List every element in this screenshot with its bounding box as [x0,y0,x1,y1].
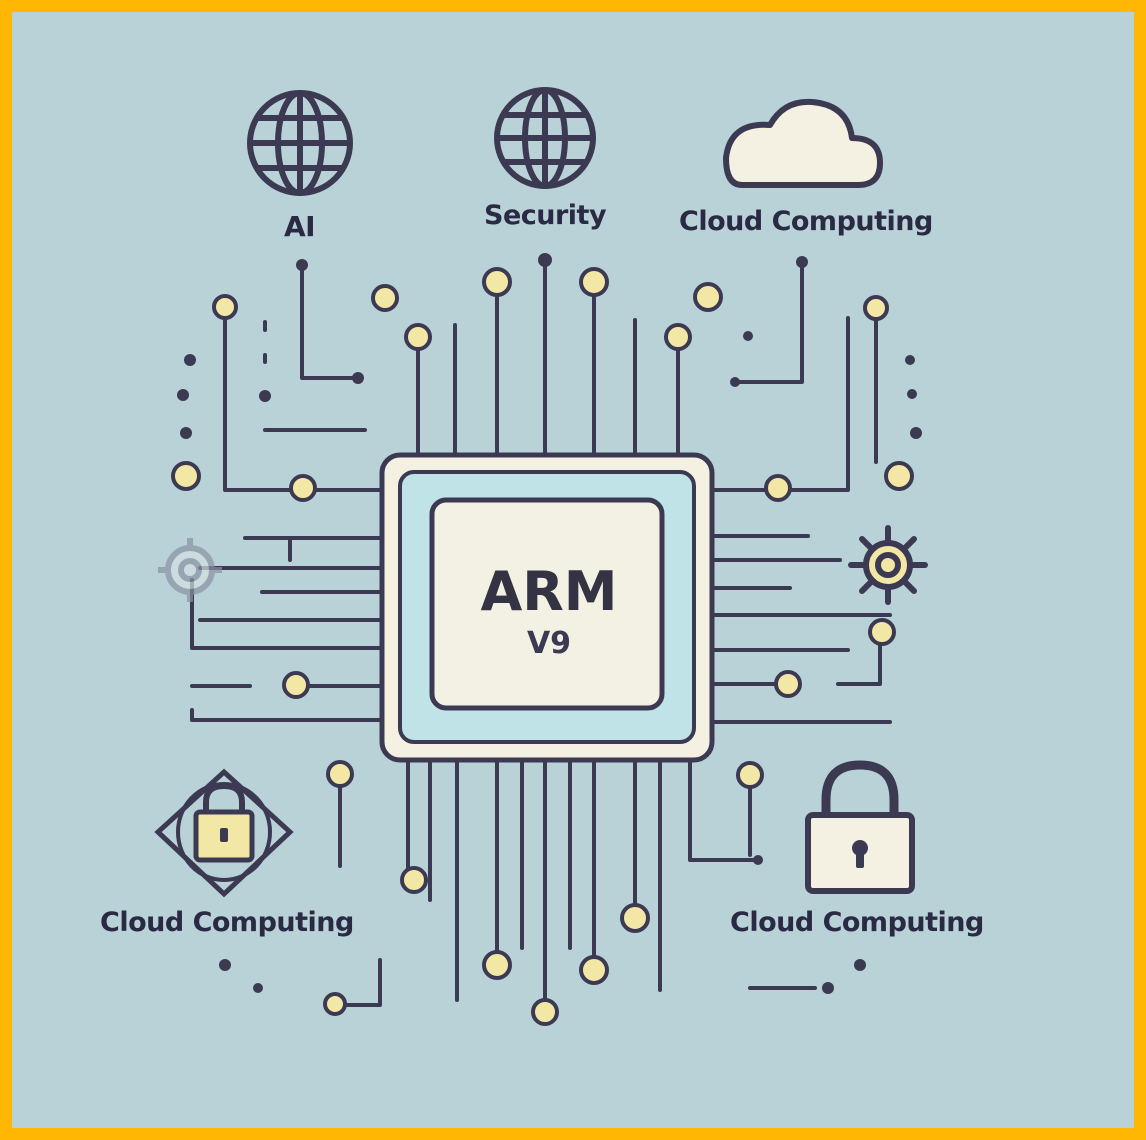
trace [300,263,360,380]
label-security: Security [484,200,607,231]
diagram-canvas: AI Security Cloud Computing Cloud Comput… [12,12,1134,1128]
gear-icon [848,525,928,605]
circuit-traces [190,260,892,1012]
shield-lock-icon [154,768,294,898]
label-cloud-computing-top: Cloud Computing [679,206,933,237]
arm-chip [379,452,715,763]
trace [688,758,760,862]
trace [190,708,384,722]
label-cloud-computing-bottom-right: Cloud Computing [730,907,984,938]
label-ai: AI [284,210,316,243]
trace [710,316,850,492]
cloud-icon [723,98,883,188]
chip-name: ARM [480,560,618,623]
chip-version: V9 [526,626,572,661]
chip-core [429,497,665,711]
globe-icon [247,90,353,196]
circuit-nodes [171,267,914,1026]
padlock-icon [805,760,915,894]
trace [836,638,882,686]
label-cloud-computing-bottom-left: Cloud Computing [100,907,354,938]
gear-icon [158,538,222,602]
trace [223,306,382,492]
trace [733,260,804,384]
trace [190,578,384,650]
circuit-diagram [154,87,928,1026]
globe-icon [494,87,596,189]
trace [338,958,382,1007]
